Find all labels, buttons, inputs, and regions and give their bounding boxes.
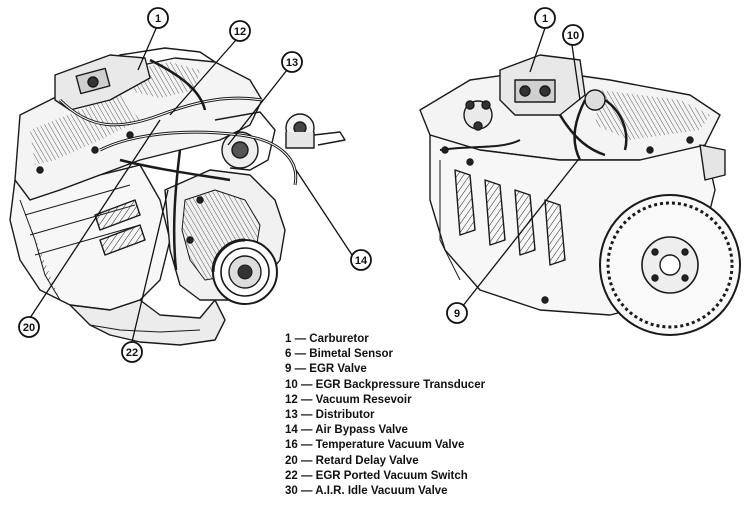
legend-item: 13 — Distributor [285, 409, 375, 422]
left-engine-illustration [9, 47, 346, 346]
callout-9: 9 [446, 302, 468, 324]
left-leader-lines [29, 23, 353, 343]
legend-item: 10 — EGR Backpressure Transducer [285, 378, 486, 391]
svg-text:13: 13 [286, 57, 298, 69]
svg-text:1: 1 [542, 13, 548, 25]
callout-13: 13 [281, 51, 303, 73]
callout-20: 20 [18, 316, 40, 338]
legend-item: 1 — Carburetor [285, 333, 369, 345]
right-engine-illustration [419, 54, 741, 336]
callout-1-left: 1 [147, 7, 169, 29]
svg-text:22: 22 [126, 347, 138, 359]
legend-item: 16 — Temperature Vacuum Valve [285, 439, 465, 452]
legend-item: 12 — Vacuum Resevoir [285, 393, 412, 406]
svg-text:10: 10 [567, 30, 579, 42]
legend-item: 30 — A.I.R. Idle Vacuum Valve [285, 485, 448, 498]
callout-10: 10 [562, 24, 584, 46]
legend-item: 9 — EGR Valve [285, 363, 367, 376]
legend-item: 22 — EGR Ported Vacuum Switch [285, 469, 468, 482]
callout-12: 12 [229, 20, 251, 42]
svg-text:1: 1 [155, 13, 161, 25]
callout-1-right: 1 [534, 7, 556, 29]
svg-text:12: 12 [234, 26, 246, 38]
callout-22: 22 [121, 341, 143, 363]
legend-item: 20 — Retard Delay Valve [285, 454, 419, 467]
svg-text:9: 9 [454, 308, 460, 320]
parts-legend: 1 — Carburetor 6 — Bimetal Sensor 9 — EG… [285, 332, 615, 499]
svg-text:20: 20 [23, 322, 35, 334]
svg-text:14: 14 [355, 255, 368, 267]
right-leader-lines [461, 27, 581, 308]
legend-item: 14 — Air Bypass Valve [285, 424, 408, 437]
callout-14: 14 [350, 249, 372, 271]
legend-item: 6 — Bimetal Sensor [285, 348, 394, 361]
